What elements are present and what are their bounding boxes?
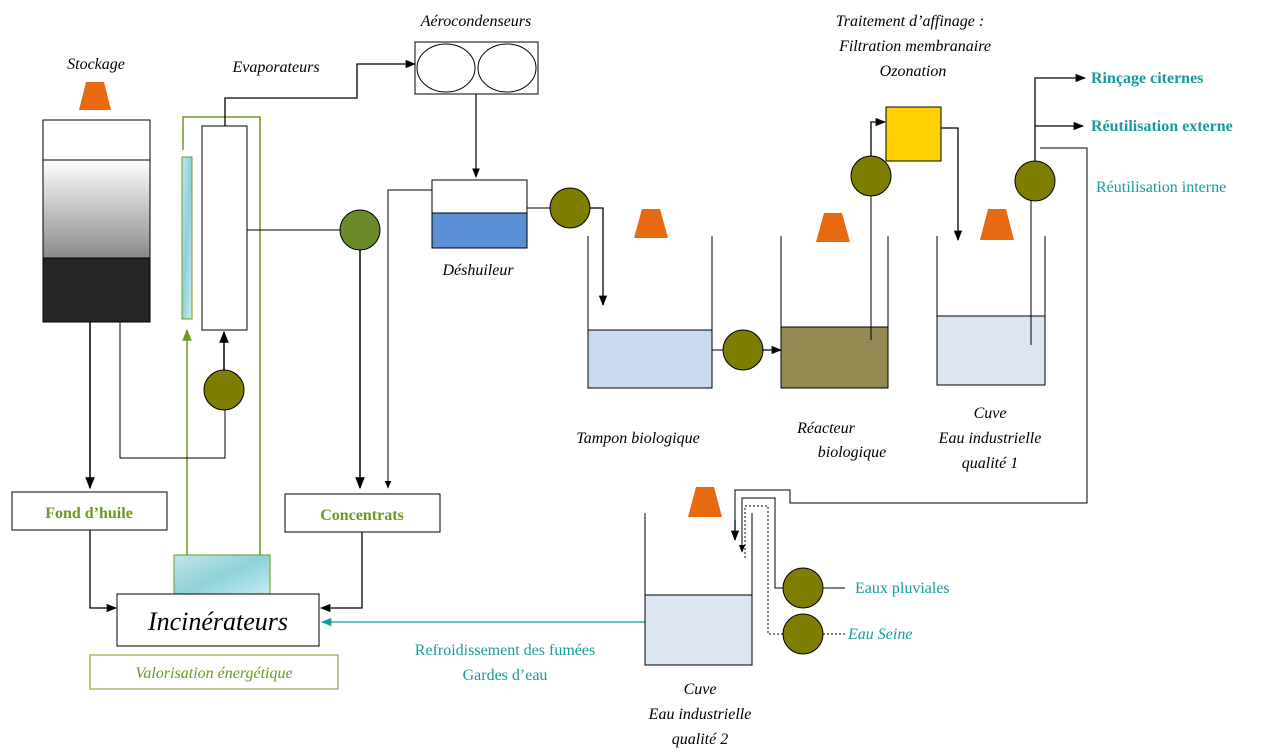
cuve1-label-3: qualité 1: [962, 455, 1018, 472]
stockage-tank: [42, 119, 151, 323]
eau-seine-label: Eau Seine: [847, 626, 912, 643]
cuve2-label-2: Eau industrielle: [648, 706, 752, 723]
tampon-cover-icon: [634, 209, 668, 238]
fond-huile-box: [11, 491, 168, 531]
reacteur-label-1: Réacteur: [796, 420, 856, 437]
green-loop: [182, 116, 261, 555]
fond-huile-label: Fond d’huile: [45, 505, 133, 522]
incinerateurs-label: Incinérateurs: [147, 607, 288, 636]
refroidissement-label-1: Refroidissement des fumées: [415, 642, 595, 659]
cuve1-water: [936, 315, 1046, 386]
cuve1-label-1: Cuve: [974, 405, 1007, 422]
reutilisation-externe-label: Réutilisation externe: [1091, 118, 1233, 135]
pump-to-tampon: [590, 207, 608, 307]
aerocondenseurs-unit: [414, 41, 539, 95]
concentrats-pump-icon: [339, 209, 381, 251]
reacteur-pump-icon: [850, 155, 892, 197]
pump-to-ozonation: [870, 117, 887, 156]
cuve1-pump-icon: [1014, 160, 1056, 202]
eaux-pluviales-label: Eaux pluviales: [855, 580, 950, 597]
pump-to-rincage: [1034, 73, 1087, 161]
stockage-cover-icon: [79, 82, 111, 110]
seine-line: [744, 505, 783, 635]
ozonation-to-cuve1: [941, 127, 963, 242]
seine-pump-icon: [782, 613, 824, 655]
cuve2-label-3: qualité 2: [672, 731, 728, 748]
concentrats-box: [284, 493, 441, 533]
deshuileur-tank: [431, 179, 528, 249]
evaporateurs-label: Evaporateurs: [231, 59, 319, 76]
traitement-label-1: Traitement d’affinage :: [836, 13, 984, 30]
incinerateurs-box: [116, 593, 320, 647]
valorisation-box: [89, 654, 339, 690]
feed-line: [119, 322, 226, 459]
vapor-line: [224, 59, 417, 126]
evaporator-column: [201, 125, 248, 331]
cuve2-label-1: Cuve: [684, 681, 717, 698]
valorisation-label: Valorisation énergétique: [135, 665, 292, 682]
heat-recovery-block: [173, 554, 271, 598]
pluviales-pump-icon: [782, 567, 824, 609]
deshuileur-to-concentrats: [384, 189, 432, 489]
concentrats-to-incin: [319, 532, 363, 613]
stockage-label: Stockage: [67, 56, 125, 73]
traitement-label-2: Filtration membranaire: [838, 38, 991, 55]
evaporator-pump-icon: [203, 369, 245, 411]
concentrats-label: Concentrats: [320, 507, 404, 524]
refroidissement-label-2: Gardes d’eau: [463, 667, 548, 684]
pluviales-line: [738, 497, 783, 589]
deshuileur-pump-icon: [549, 187, 591, 229]
heat-exchanger-strip: [181, 156, 193, 320]
ozonation-unit: [885, 106, 942, 162]
aerocondenseurs-label: Aérocondenseurs: [420, 13, 532, 30]
tampon-water: [587, 329, 713, 389]
cuve1-label-2: Eau industrielle: [938, 430, 1042, 447]
tampon-pump-icon: [722, 329, 764, 371]
reacteur-cover-icon: [816, 213, 850, 242]
cuve2-water: [644, 594, 753, 666]
tampon-label: Tampon biologique: [576, 430, 699, 447]
reacteur-label-2: biologique: [818, 444, 886, 461]
cuve1-cover-icon: [980, 209, 1014, 240]
cuve2-cover-icon: [688, 487, 722, 517]
traitement-label-3: Ozonation: [880, 63, 947, 80]
deshuileur-label: Déshuileur: [441, 262, 514, 279]
rincage-label: Rinçage citernes: [1091, 70, 1203, 87]
reacteur-liquid: [780, 326, 889, 389]
interne-loop: [734, 147, 1088, 520]
fond-to-incin: [89, 530, 118, 613]
reutilisation-interne-label: Réutilisation interne: [1096, 179, 1226, 196]
